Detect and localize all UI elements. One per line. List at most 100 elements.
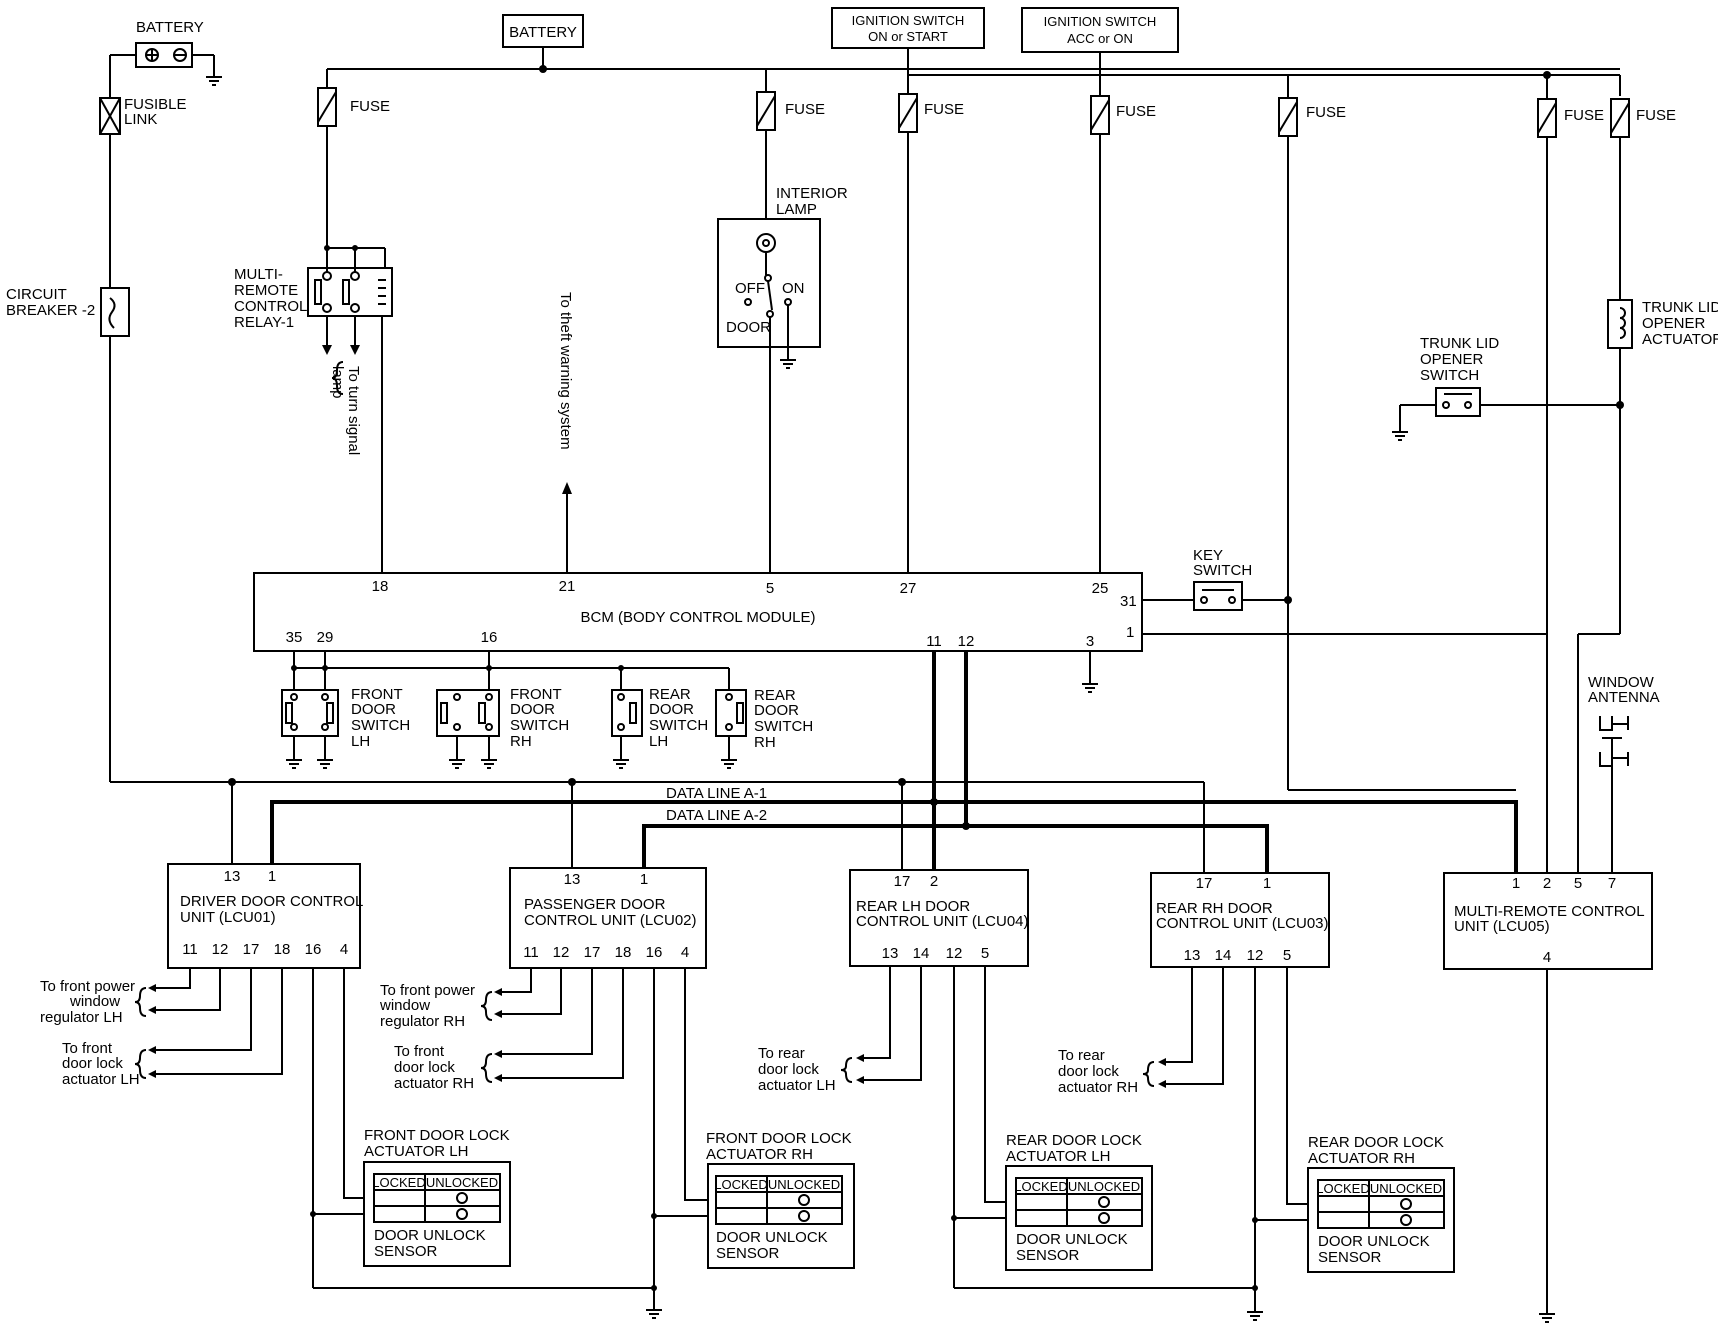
door-switch-label: SWITCH (510, 717, 569, 734)
key-switch: KEY SWITCH (1142, 547, 1547, 635)
actuator-title-1: FRONT DOOR LOCK (364, 1127, 510, 1144)
bcm-pin-29: 29 (317, 629, 334, 646)
trunk-actuator-label-1: TRUNK LID (1642, 299, 1718, 316)
key-switch-box (1193, 581, 1243, 611)
top-battery-label: BATTERY (509, 24, 577, 41)
lamp-off-label: OFF (735, 280, 765, 297)
actuator-title-2: ACTUATOR RH (706, 1146, 813, 1163)
destination-label: actuator RH (1058, 1079, 1138, 1096)
door-switch-label: RH (510, 733, 532, 750)
destination-label: To rear (758, 1045, 805, 1062)
unlocked-label: UNLOCKED (1068, 1179, 1140, 1194)
key-switch-label-2: SWITCH (1193, 562, 1252, 579)
sensor-label-1: DOOR UNLOCK (374, 1227, 486, 1244)
unlocked-label: UNLOCKED (768, 1177, 840, 1192)
fuse-remote-unit: FUSE (1537, 75, 1604, 634)
rear-door-switch-rh: REAR DOOR SWITCH RH (715, 687, 813, 769)
rear-door-lock-actuator-lh: REAR DOOR LOCK ACTUATOR LH LOCKED UNLOCK… (1005, 1132, 1153, 1271)
bcm: BCM (BODY CONTROL MODULE) 18 21 5 27 25 … (253, 572, 1143, 693)
unit-name-line-1: DRIVER DOOR CONTROL (180, 893, 363, 910)
fuse-label: FUSE (924, 101, 964, 118)
unit-pin: 1 (1512, 875, 1520, 892)
unit-name-line-2: UNIT (LCU05) (1454, 918, 1550, 935)
unit-name-line-1: MULTI-REMOTE CONTROL (1454, 903, 1645, 920)
unit-pin: 13 (224, 868, 241, 885)
unit-pin: 2 (1543, 875, 1551, 892)
actuator-title-2: ACTUATOR LH (364, 1143, 468, 1160)
ground-symbol (613, 759, 629, 769)
data-line-a2-label: DATA LINE A-2 (666, 807, 767, 824)
destination-label: actuator LH (62, 1071, 140, 1088)
door-switch-label: DOOR (510, 701, 555, 718)
lamp-on-label: ON (782, 280, 805, 297)
ignition-acc-on-label-1: IGNITION SWITCH (1044, 14, 1157, 29)
bcm-pin-3: 3 (1086, 633, 1094, 650)
unlocked-label: UNLOCKED (426, 1175, 498, 1190)
trunk-switch-label-3: SWITCH (1420, 367, 1479, 384)
unit-pin: 17 (243, 941, 260, 958)
trunk-actuator-label-3: ACTUATOR (1642, 331, 1718, 348)
bcm-pin-25: 25 (1092, 580, 1109, 597)
top-battery-box (502, 14, 584, 48)
sensor-label-2: SENSOR (716, 1245, 780, 1262)
door-switch-label: REAR (649, 686, 691, 703)
rear-rh-door-control-unit: 17 1 REAR RH DOOR CONTROL UNIT (LCU03) 1… (1058, 872, 1330, 1288)
passenger-door-control-unit: 13 1 PASSENGER DOOR CONTROL UNIT (LCU02)… (379, 867, 716, 1288)
ignition-acc-on-label-2: ACC or ON (1067, 31, 1133, 46)
unit-pin: 7 (1608, 875, 1616, 892)
trunk-switch-label-2: OPENER (1420, 351, 1484, 368)
relay-label-4: RELAY-1 (234, 314, 294, 331)
sensor-label-2: SENSOR (374, 1243, 438, 1260)
unit-name-line-1: PASSENGER DOOR (524, 896, 666, 913)
fuse-relay: FUSE (317, 69, 390, 248)
door-switch-label: SWITCH (754, 718, 813, 735)
actuator-title-2: ACTUATOR RH (1308, 1150, 1415, 1167)
ignition-acc-on-box (1021, 7, 1179, 53)
destination-label: window (379, 997, 430, 1014)
unit-pin: 14 (1215, 947, 1232, 964)
bottom-ground-returns (313, 1285, 1263, 1321)
fuse-label: FUSE (350, 98, 390, 115)
door-switch-label: LH (351, 733, 370, 750)
circuit-breaker-symbol (100, 287, 130, 337)
rear-lh-door-control-unit: 17 2 REAR LH DOOR CONTROL UNIT (LCU04) 1… (758, 869, 1029, 1288)
left-power-feed: BATTERY FUSIBLE LINK CIRCUIT BREAKER -2 (6, 19, 222, 782)
actuator-title-1: REAR DOOR LOCK (1308, 1134, 1444, 1151)
ground-symbol (1082, 683, 1098, 693)
door-switch-label: RH (754, 734, 776, 751)
circuit-breaker-label-1: CIRCUIT (6, 286, 67, 303)
fuse-ign-acc: FUSE (1090, 75, 1156, 573)
driver-door-control-unit: 13 1 DRIVER DOOR CONTROL UNIT (LCU01) 11… (40, 863, 374, 1288)
unit-pin: 12 (212, 941, 229, 958)
door-switch-label: DOOR (649, 701, 694, 718)
unit-pin: 16 (646, 944, 663, 961)
fuse-label: FUSE (1636, 107, 1676, 124)
antenna-label-2: ANTENNA (1588, 689, 1660, 706)
ground-symbol (317, 759, 333, 769)
circuit-breaker-label-2: BREAKER -2 (6, 302, 95, 319)
theft-warning-label: To theft warning system (557, 292, 574, 450)
sensor-label-1: DOOR UNLOCK (716, 1229, 828, 1246)
sensor-label-1: DOOR UNLOCK (1016, 1231, 1128, 1248)
door-switch-label: SWITCH (351, 717, 410, 734)
door-switch-label: DOOR (351, 701, 396, 718)
ground-symbol (481, 759, 497, 769)
to-turn-signal-label-2: lamp (329, 366, 346, 399)
unit-pin: 1 (268, 868, 276, 885)
trunk-switch-label-1: TRUNK LID (1420, 335, 1499, 352)
ground-symbol (449, 759, 465, 769)
bcm-pin-35: 35 (286, 629, 303, 646)
top-power-bus: BATTERY IGNITION SWITCH ON or START IGNI… (327, 7, 1621, 96)
destination-label: actuator RH (394, 1075, 474, 1092)
unit-pin: 13 (1184, 947, 1201, 964)
unit-pin: 12 (1247, 947, 1264, 964)
window-antenna: WINDOW ANTENNA (1588, 674, 1660, 876)
door-switch-label: FRONT (510, 686, 562, 703)
locked-label: LOCKED (1014, 1179, 1067, 1194)
fusible-link-label-2: LINK (124, 111, 157, 128)
fuse-key-switch: FUSE (1278, 75, 1346, 790)
multi-remote-control-relay: MULTI- REMOTE CONTROL RELAY-1 To turn si… (234, 245, 393, 573)
unit-pin: 11 (182, 941, 198, 958)
ignition-on-start-label-2: ON or START (868, 29, 948, 44)
relay-label-2: REMOTE (234, 282, 298, 299)
